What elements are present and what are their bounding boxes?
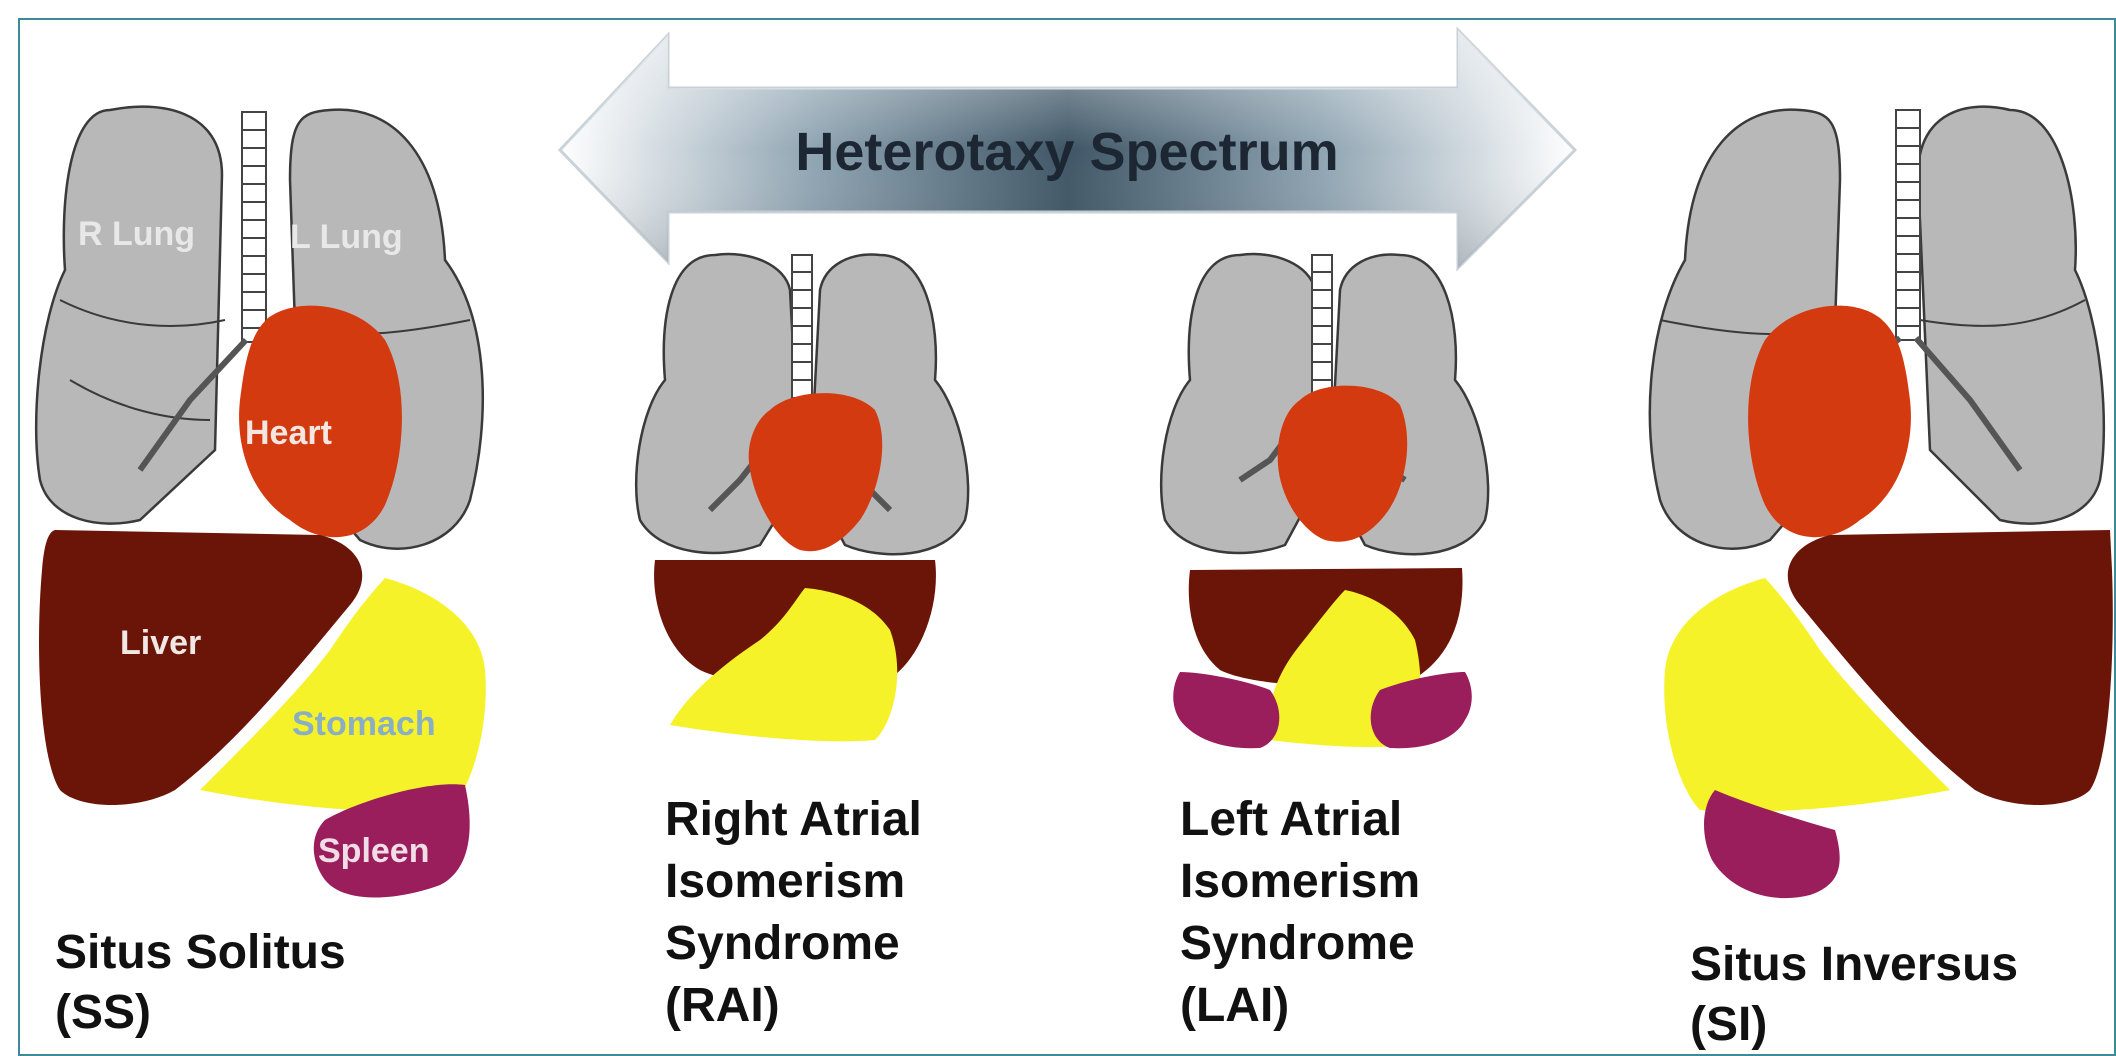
caption-line: Situs Inversus	[1690, 938, 2018, 991]
heterotaxy-arrow: Heterotaxy Spectrum	[560, 30, 1575, 268]
heterotaxy-spectrum-label: Heterotaxy Spectrum	[795, 122, 1338, 182]
caption-situs-inversus: Situs Inversus (SI)	[1690, 938, 2031, 1051]
caption-line: (SI)	[1690, 998, 1767, 1051]
right-lung	[36, 107, 222, 524]
stomach-label: Stomach	[292, 705, 436, 743]
caption-situs-solitus: Situs Solitus (SS)	[55, 926, 359, 1039]
caption-line: Syndrome	[665, 917, 900, 970]
caption-left-atrial-isomerism: Left Atrial Isomerism Syndrome (LAI)	[1180, 793, 1433, 1032]
l-lung-label: L Lung	[290, 218, 403, 256]
panel-situs-inversus: Situs Inversus (SI)	[1650, 107, 2113, 1051]
caption-line: Isomerism	[665, 855, 905, 908]
caption-line: (LAI)	[1180, 979, 1289, 1032]
caption-line: Syndrome	[1180, 917, 1415, 970]
caption-line: Left Atrial	[1180, 793, 1402, 846]
spleen-label: Spleen	[318, 832, 429, 870]
r-lung-label: R Lung	[78, 215, 195, 253]
heart-label: Heart	[245, 414, 332, 452]
caption-right-atrial-isomerism: Right Atrial Isomerism Syndrome (RAI)	[665, 793, 935, 1032]
panel-right-atrial-isomerism: Right Atrial Isomerism Syndrome (RAI)	[636, 254, 968, 1032]
liver-label: Liver	[120, 624, 201, 662]
caption-line: (RAI)	[665, 979, 780, 1032]
caption-line: Isomerism	[1180, 855, 1420, 908]
caption-line: Right Atrial	[665, 793, 922, 846]
caption-line: Situs Solitus	[55, 926, 346, 979]
right-spleen	[1173, 672, 1279, 748]
caption-line: (SS)	[55, 986, 151, 1039]
panel-situs-solitus: R Lung L Lung Heart Liver Stomach Spleen…	[36, 107, 486, 1039]
panel-left-atrial-isomerism: Left Atrial Isomerism Syndrome (LAI)	[1161, 254, 1488, 1032]
heart	[1748, 306, 1911, 538]
